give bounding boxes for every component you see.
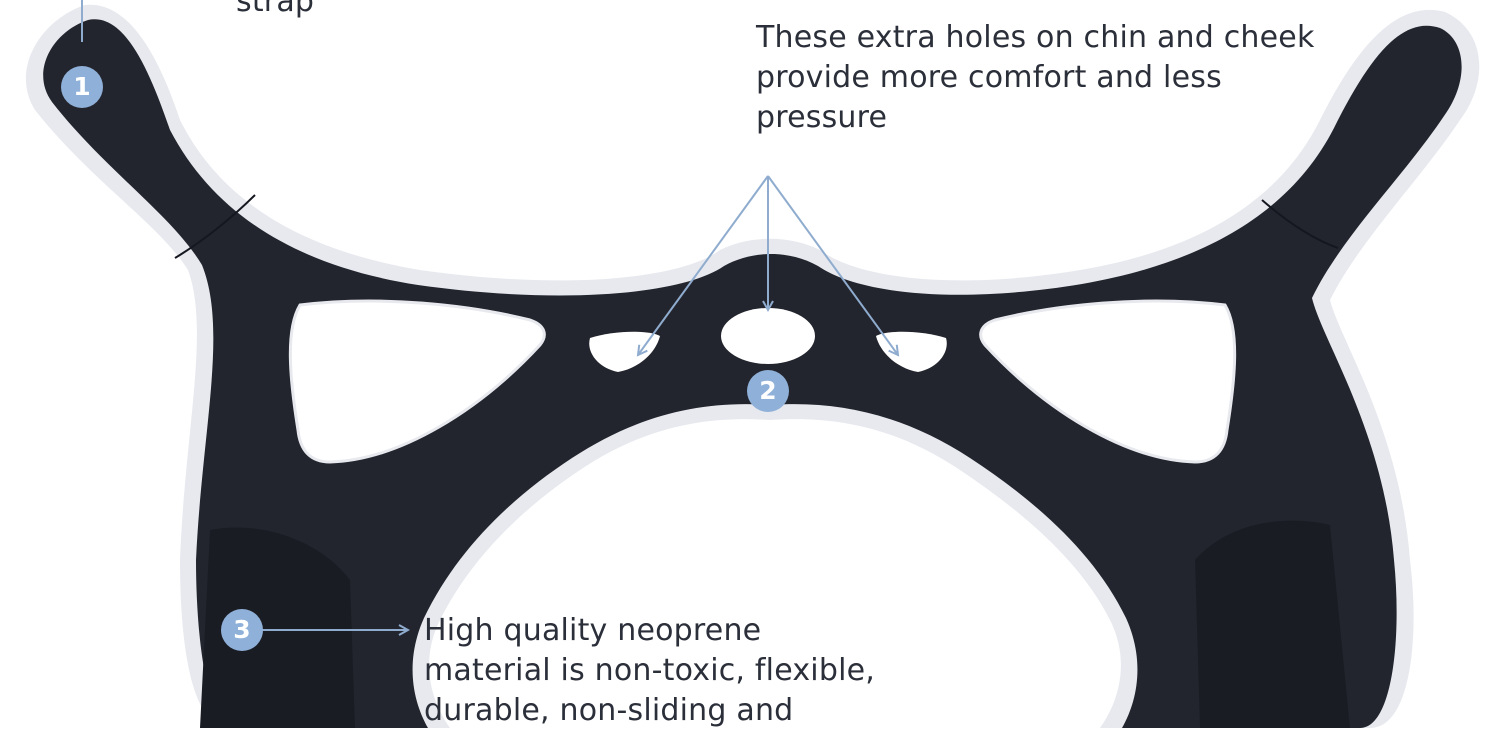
arrow-to-cheek-hole-left [638, 175, 769, 355]
holes-callout-line-2: provide more comfort and less [756, 60, 1222, 95]
velcro-patch-left [200, 527, 355, 728]
velcro-patch-right [1195, 520, 1350, 728]
holes-callout-arrows [638, 175, 898, 355]
material-callout-line-2: material is non-toxic, flexible, [424, 653, 875, 688]
badge-3: 3 [221, 609, 263, 651]
cheek-hole-right [876, 331, 947, 372]
cheek-hole-left [589, 331, 660, 372]
holes-callout-line-3: pressure [756, 100, 888, 135]
material-callout-line-3: durable, non-sliding and [424, 693, 794, 728]
strap-seam-right [1261, 199, 1339, 249]
holes-callout-line-1: These extra holes on chin and cheek [756, 20, 1315, 55]
strap-callout-line: strap [236, 0, 315, 19]
eye-hole-left [288, 299, 546, 464]
arrow-to-cheek-hole-right [767, 175, 898, 355]
material-callout: High quality neoprene material is non-to… [424, 611, 875, 731]
holes-callout: These extra holes on chin and cheek prov… [756, 18, 1315, 138]
eye-hole-right [979, 299, 1237, 464]
badge-2: 2 [747, 370, 789, 412]
strap-callout-fragment: strap [236, 0, 314, 22]
strap-body [43, 19, 1462, 728]
strap-seam-left [174, 194, 256, 259]
material-callout-line-1: High quality neoprene [424, 613, 762, 648]
badge-1: 1 [61, 66, 103, 108]
chin-hole [721, 308, 815, 364]
